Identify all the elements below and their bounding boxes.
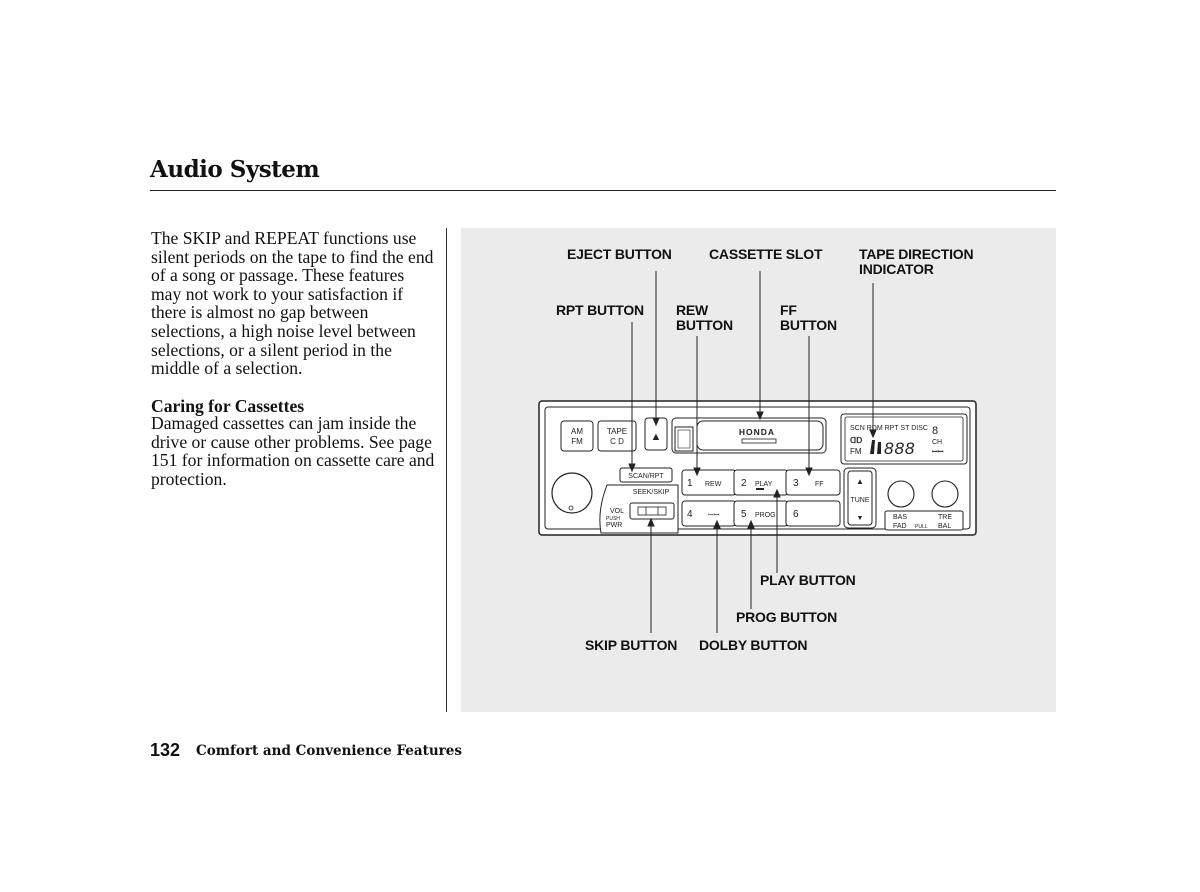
cd-label: C D bbox=[610, 437, 624, 446]
section-name: Comfort and Convenience Features bbox=[196, 743, 462, 759]
preset-5-number: 5 bbox=[741, 509, 747, 520]
pwr-label: PWR bbox=[606, 522, 622, 529]
display-small-digit: 8 bbox=[932, 425, 938, 437]
column-divider bbox=[446, 228, 447, 712]
tune-down-icon: ▼ bbox=[857, 515, 864, 522]
dolby-indicator: ᗡᗞ bbox=[850, 436, 862, 445]
bass-fader-knob[interactable] bbox=[887, 480, 915, 508]
brand-logo: HONDA bbox=[739, 427, 775, 437]
tre-label: TRE bbox=[938, 514, 952, 521]
radio-diagram: AM FM TAPE C D ▲ HONDA SCN RDM RPT ST DI… bbox=[538, 271, 977, 633]
paragraph-caring: Damaged cassettes can jam inside the dri… bbox=[151, 413, 435, 489]
tape-direction-indicator bbox=[870, 440, 881, 454]
preset-2-label: PLAY bbox=[755, 481, 773, 488]
preset-6-button[interactable] bbox=[785, 500, 841, 527]
tape-label: TAPE bbox=[607, 427, 627, 436]
svg-text:ꟷꟷ: ꟷꟷ bbox=[932, 449, 944, 456]
vol-label: VOL bbox=[610, 508, 624, 515]
preset-3-label: FF bbox=[815, 481, 824, 488]
tune-button[interactable] bbox=[847, 470, 873, 526]
am-fm-button[interactable] bbox=[560, 420, 594, 452]
eject-icon: ▲ bbox=[651, 431, 662, 443]
preset-3-ff-button[interactable] bbox=[785, 469, 841, 496]
callout-rew: REW BUTTON bbox=[676, 302, 733, 333]
tune-label: TUNE bbox=[850, 497, 869, 504]
leader-lines bbox=[628, 271, 877, 633]
scan-rpt-label: SCAN/RPT bbox=[628, 473, 664, 480]
title-rule bbox=[150, 190, 1056, 191]
tune-up-icon: ▲ bbox=[856, 477, 864, 486]
callout-cassette-slot: CASSETTE SLOT bbox=[709, 246, 823, 262]
callout-dolby: DOLBY BUTTON bbox=[699, 637, 808, 653]
volume-knob[interactable] bbox=[551, 472, 593, 514]
radio-figure: AM FM TAPE C D ▲ HONDA SCN RDM RPT ST DI… bbox=[461, 228, 1056, 712]
preset-6-number: 6 bbox=[793, 509, 799, 520]
callout-skip: SKIP BUTTON bbox=[585, 637, 678, 653]
display-indicators: SCN RDM RPT ST DISC bbox=[850, 425, 928, 432]
display-ch: CH bbox=[932, 439, 942, 446]
paragraph-skip-repeat: The SKIP and REPEAT functions use silent… bbox=[151, 228, 434, 379]
seek-skip-label: SEEK/SKIP bbox=[633, 489, 670, 496]
callout-play: PLAY BUTTON bbox=[760, 572, 856, 588]
push-label: PUSH bbox=[606, 516, 620, 522]
preset-3-number: 3 bbox=[793, 478, 799, 489]
preset-1-number: 1 bbox=[687, 478, 693, 489]
page-title: Audio System bbox=[150, 156, 320, 183]
bal-label: BAL bbox=[938, 523, 951, 530]
tone-label-plate bbox=[884, 510, 964, 531]
callout-tape-direction: TAPE DIRECTION INDICATOR bbox=[859, 246, 974, 277]
display-fm: FM bbox=[850, 447, 862, 456]
display-digits: 888 bbox=[884, 439, 915, 458]
fm-label: FM bbox=[571, 437, 583, 446]
pull-label: PULL bbox=[915, 524, 928, 530]
body-paragraph: The SKIP and REPEAT functions use silent… bbox=[151, 229, 436, 378]
callout-prog: PROG BUTTON bbox=[736, 609, 837, 625]
am-label: AM bbox=[571, 427, 583, 436]
preset-4-number: 4 bbox=[687, 509, 693, 520]
preset-2-number: 2 bbox=[741, 478, 747, 489]
preset-1-label: REW bbox=[705, 481, 722, 488]
callout-rpt: RPT BUTTON bbox=[556, 302, 644, 318]
preset-4-label: ꟷꟷ bbox=[708, 512, 720, 519]
display-screen bbox=[844, 416, 964, 462]
preset-5-label: PROG bbox=[755, 512, 776, 519]
page-number: 132 bbox=[150, 740, 181, 760]
fad-label: FAD bbox=[893, 523, 907, 530]
tape-cd-button[interactable] bbox=[597, 420, 637, 452]
bas-label: BAS bbox=[893, 514, 907, 521]
scan-rpt-button[interactable] bbox=[619, 467, 673, 483]
callout-eject: EJECT BUTTON bbox=[567, 246, 672, 262]
subheading-caring: Caring for Cassettes bbox=[151, 396, 305, 416]
callout-ff: FF BUTTON bbox=[780, 302, 837, 333]
treble-balance-knob[interactable] bbox=[931, 480, 959, 508]
